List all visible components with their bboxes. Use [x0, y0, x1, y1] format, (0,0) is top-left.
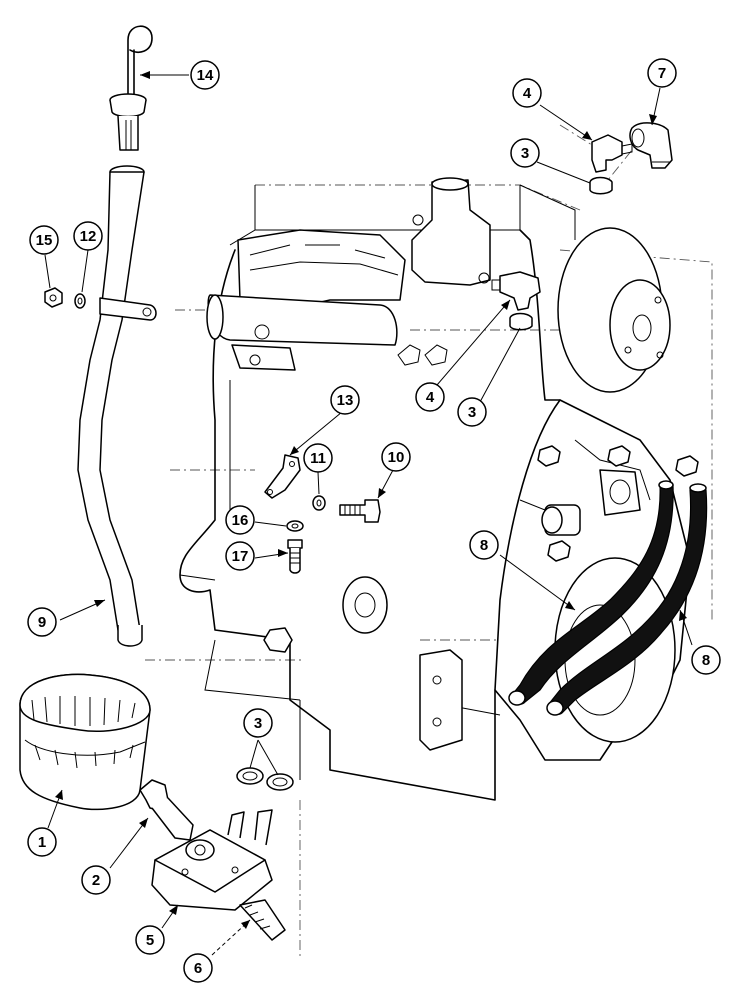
elbow-4-mid: [499, 271, 541, 311]
svg-text:7: 7: [658, 65, 666, 82]
svg-text:2: 2: [92, 872, 100, 889]
callout-9: 9: [27, 607, 57, 637]
svg-text:3: 3: [254, 715, 262, 732]
callout-4-top: 4: [512, 78, 542, 108]
callout-3-top: 3: [510, 138, 540, 168]
svg-text:5: 5: [146, 932, 154, 949]
elbow-4-top: [591, 134, 623, 173]
svg-text:12: 12: [80, 228, 97, 245]
elbow-7: [629, 122, 673, 169]
oil-filter: [19, 673, 151, 811]
callout-11: 11: [303, 443, 333, 473]
svg-text:8: 8: [702, 652, 710, 669]
callout-4-mid: 4: [415, 382, 445, 412]
svg-text:11: 11: [310, 450, 326, 467]
callout-13: 13: [330, 385, 360, 415]
svg-text:6: 6: [194, 960, 202, 977]
washer-12: [74, 293, 86, 309]
nut-15: [44, 287, 63, 308]
clip-3-right: [266, 773, 294, 791]
callout-8-left: 8: [469, 530, 499, 560]
washer-11: [312, 495, 326, 511]
callout-7: 7: [647, 58, 677, 88]
leader-lines: [44, 71, 693, 956]
clip-3-left: [236, 767, 264, 785]
callout-3-bottom: 3: [243, 708, 273, 738]
washer-16: [286, 520, 304, 532]
top-fittings: [589, 122, 673, 195]
bracket-13: [264, 454, 301, 499]
oil-hoses: [508, 480, 708, 716]
clip-3-top: [589, 176, 613, 195]
callout-8-right: 8: [691, 645, 721, 675]
callouts: 1 2 3 3 3 4 4 5 6 7 8 8 9 10 11 12 13 14…: [27, 58, 721, 983]
svg-text:1: 1: [38, 834, 46, 851]
dipstick-and-tube: [77, 25, 157, 647]
oil-cooler-assembly: [139, 767, 294, 941]
callout-14: 14: [190, 60, 220, 90]
svg-text:9: 9: [38, 614, 46, 631]
mid-fittings: [491, 271, 541, 331]
callout-5: 5: [135, 925, 165, 955]
callout-10: 10: [381, 442, 411, 472]
svg-text:4: 4: [523, 85, 532, 102]
callout-12: 12: [73, 221, 103, 251]
callout-2: 2: [81, 865, 111, 895]
svg-text:14: 14: [197, 67, 214, 84]
svg-text:13: 13: [337, 392, 354, 409]
svg-text:8: 8: [480, 537, 488, 554]
clip-3-mid: [509, 312, 533, 331]
svg-text:16: 16: [232, 512, 249, 529]
callout-15: 15: [29, 225, 59, 255]
callout-17: 17: [225, 541, 255, 571]
callout-6: 6: [183, 953, 213, 983]
svg-text:3: 3: [468, 404, 476, 421]
callout-1: 1: [27, 827, 57, 857]
svg-text:15: 15: [36, 232, 53, 249]
svg-text:10: 10: [388, 449, 405, 466]
svg-text:3: 3: [521, 145, 529, 162]
svg-text:4: 4: [426, 389, 435, 406]
nut-and-washer: [44, 287, 86, 309]
bolt-17: [287, 539, 303, 549]
svg-text:17: 17: [232, 548, 249, 565]
small-fasteners: [264, 454, 381, 574]
callout-16: 16: [225, 505, 255, 535]
callout-3-mid: 3: [457, 397, 487, 427]
